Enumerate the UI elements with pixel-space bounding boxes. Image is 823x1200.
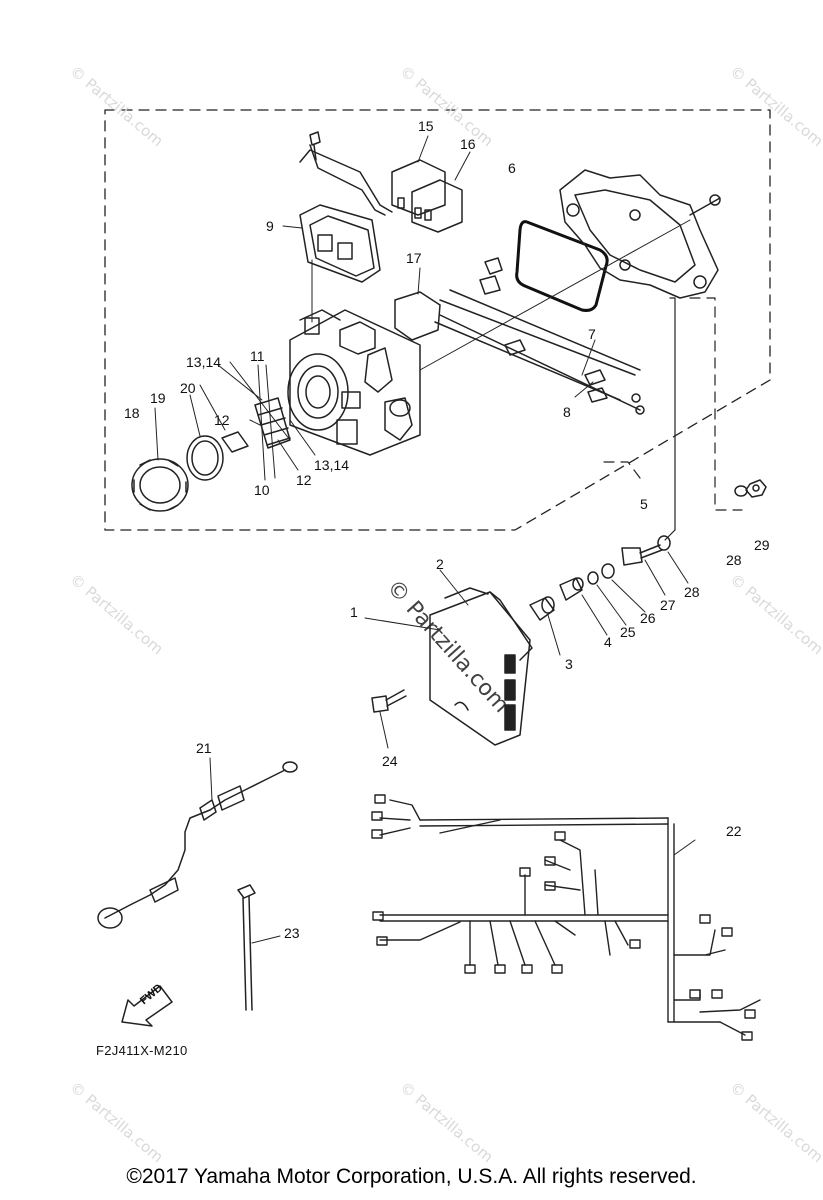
cable-tie-23 xyxy=(237,884,256,899)
sensor-17 xyxy=(394,291,441,341)
cap-18 xyxy=(131,458,189,512)
callout-28-lower: 28 xyxy=(684,584,700,600)
callout-3: 3 xyxy=(565,656,573,672)
callout-18: 18 xyxy=(124,405,140,421)
callout-7: 7 xyxy=(588,326,596,342)
grommet-3 xyxy=(529,597,555,621)
callout-12-left: 12 xyxy=(214,412,230,428)
leader-28-29 xyxy=(689,297,743,511)
callout-4: 4 xyxy=(604,634,612,650)
washer-28-right xyxy=(734,485,748,497)
collar-26 xyxy=(601,563,615,579)
callout-27: 27 xyxy=(660,597,676,613)
washer-28 xyxy=(657,535,671,551)
relay-15 xyxy=(391,159,446,216)
callout-13-14-bottom: 13,14 xyxy=(314,457,350,473)
wire-harness-22 xyxy=(371,794,761,1041)
bolt-24 xyxy=(371,695,389,713)
collar-4 xyxy=(559,577,583,601)
callout-12-right: 12 xyxy=(296,472,312,488)
washer-25 xyxy=(587,571,599,585)
gasket-6 xyxy=(515,220,609,312)
oring-19 xyxy=(186,435,224,481)
callout-19: 19 xyxy=(150,390,166,406)
callout-10: 10 xyxy=(254,482,270,498)
bolt-27 xyxy=(621,547,643,566)
cover-plate xyxy=(559,169,719,299)
relay-16 xyxy=(411,179,463,233)
callout-16: 16 xyxy=(460,136,476,152)
cable-21 xyxy=(104,769,286,919)
leader-27 xyxy=(669,297,676,531)
callout-15: 15 xyxy=(418,118,434,134)
callout-29: 29 xyxy=(754,537,770,553)
callout-21: 21 xyxy=(196,740,212,756)
callout-25: 25 xyxy=(620,624,636,640)
fwd-arrow xyxy=(121,985,173,1027)
callout-6: 6 xyxy=(508,160,516,176)
leader-5 xyxy=(599,461,641,479)
diagram-code: F2J411X-M210 xyxy=(96,1043,188,1058)
connector-20 xyxy=(221,431,249,453)
callout-2: 2 xyxy=(436,556,444,572)
callout-23: 23 xyxy=(284,925,300,941)
callout-17: 17 xyxy=(406,250,422,266)
callout-1: 1 xyxy=(350,604,358,620)
callout-8: 8 xyxy=(563,404,571,420)
nut-29 xyxy=(745,479,767,498)
cover-9 xyxy=(299,204,381,283)
throttle-body xyxy=(289,309,421,456)
assembly-outline xyxy=(104,109,771,531)
callout-13-14-top: 13,14 xyxy=(186,354,222,370)
callout-24: 24 xyxy=(382,753,398,769)
cable-7-8 xyxy=(439,299,636,376)
callout-26: 26 xyxy=(640,610,656,626)
callout-11: 11 xyxy=(250,348,265,364)
copyright-notice: ©2017 Yamaha Motor Corporation, U.S.A. A… xyxy=(126,1165,697,1188)
callout-20: 20 xyxy=(180,380,196,396)
callout-22: 22 xyxy=(726,823,742,839)
callout-28-upper: 28 xyxy=(726,552,742,568)
callout-9: 9 xyxy=(266,218,274,234)
callout-5: 5 xyxy=(640,496,648,512)
